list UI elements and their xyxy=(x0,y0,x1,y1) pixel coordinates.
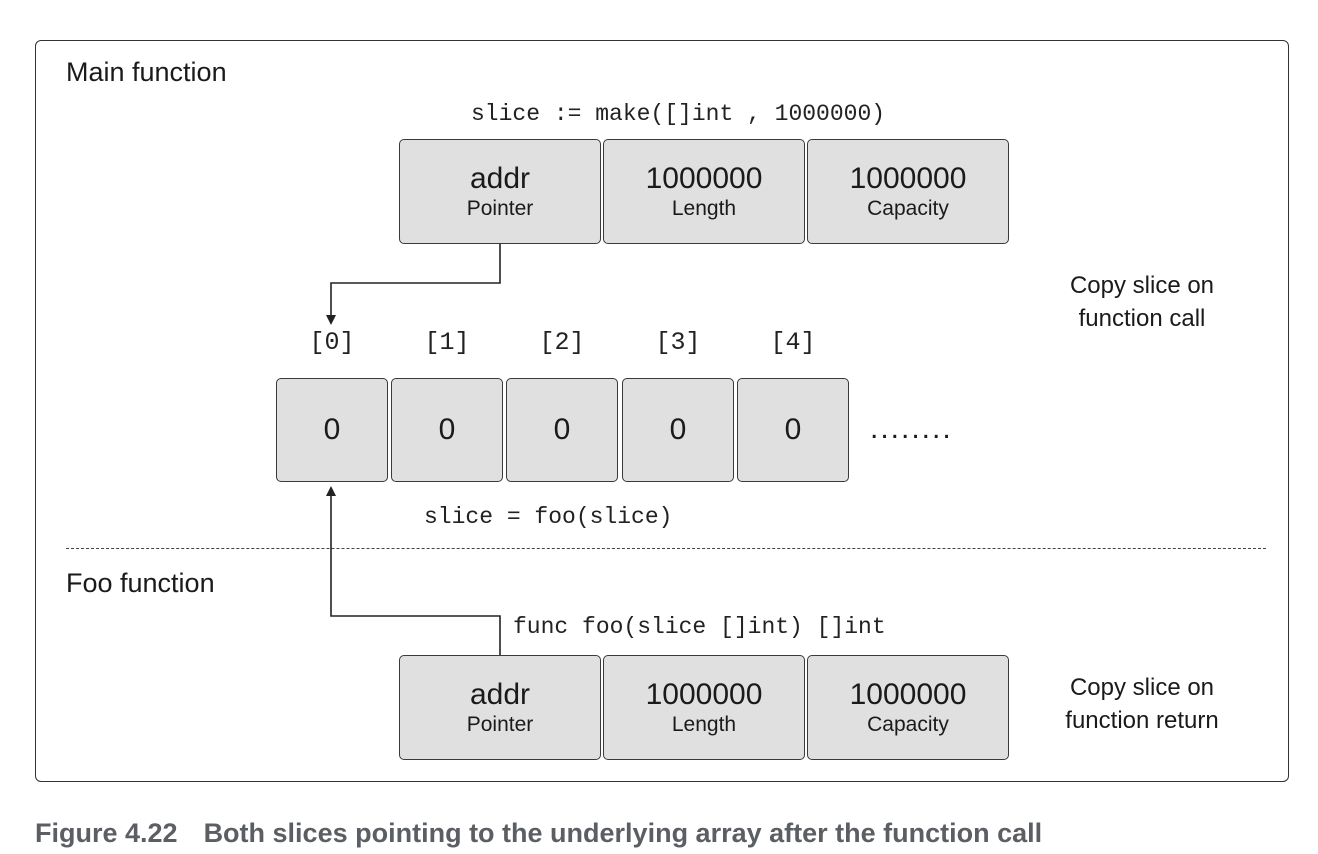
copy-on-call-note: Copy slice on function call xyxy=(1040,269,1244,335)
copy-on-call-line-1: Copy slice on xyxy=(1069,272,1215,299)
array-cell-1: 0 xyxy=(391,378,503,482)
foo-length-field: 1000000 Length xyxy=(603,655,805,760)
foo-pointer-value: addr xyxy=(469,677,531,711)
foo-signature-code: func foo(slice []int) []int xyxy=(513,614,886,640)
copy-on-call-line-2: function call xyxy=(1078,305,1206,332)
main-length-field: 1000000 Length xyxy=(603,139,805,244)
main-capacity-field: 1000000 Capacity xyxy=(807,139,1009,244)
figure-caption-text: Both slices pointing to the underlying a… xyxy=(203,818,1043,848)
figure-caption: Figure 4.22 Both slices pointing to the u… xyxy=(35,818,1042,849)
copy-on-return-line-2: function return xyxy=(1065,707,1219,734)
foo-call-code: slice = foo(slice) xyxy=(424,504,673,530)
foo-pointer-label: Pointer xyxy=(466,712,534,736)
section-divider xyxy=(66,548,1266,549)
foo-capacity-value: 1000000 xyxy=(849,677,967,711)
array-ellipsis: ........ xyxy=(870,412,953,445)
foo-capacity-field: 1000000 Capacity xyxy=(807,655,1009,760)
array-index-3: [3] xyxy=(655,328,701,357)
array-index-0: [0] xyxy=(309,328,355,357)
make-slice-code: slice := make([]int , 1000000) xyxy=(471,101,886,127)
array-cell-4: 0 xyxy=(737,378,849,482)
main-length-value: 1000000 xyxy=(645,161,763,195)
array-index-2: [2] xyxy=(539,328,585,357)
array-cell-3: 0 xyxy=(622,378,734,482)
foo-capacity-label: Capacity xyxy=(867,712,949,736)
main-capacity-label: Capacity xyxy=(867,196,949,220)
copy-on-return-line-1: Copy slice on xyxy=(1069,674,1215,701)
foo-function-title: Foo function xyxy=(66,568,215,598)
array-cell-2: 0 xyxy=(506,378,618,482)
main-length-label: Length xyxy=(671,196,737,220)
foo-length-label: Length xyxy=(671,712,737,736)
foo-length-value: 1000000 xyxy=(645,677,763,711)
main-capacity-value: 1000000 xyxy=(849,161,967,195)
main-pointer-value: addr xyxy=(469,161,531,195)
main-function-title: Main function xyxy=(66,57,227,87)
figure-number: Figure 4.22 xyxy=(35,818,178,848)
foo-pointer-arrow xyxy=(326,486,501,655)
array-index-1: [1] xyxy=(424,328,470,357)
main-pointer-label: Pointer xyxy=(466,196,534,220)
diagram-frame xyxy=(35,40,1289,782)
foo-pointer-field: addr Pointer xyxy=(399,655,601,760)
array-index-4: [4] xyxy=(770,328,816,357)
main-pointer-field: addr Pointer xyxy=(399,139,601,244)
array-cell-0: 0 xyxy=(276,378,388,482)
copy-on-return-note: Copy slice on function return xyxy=(1040,671,1244,737)
main-pointer-arrow xyxy=(326,244,501,325)
